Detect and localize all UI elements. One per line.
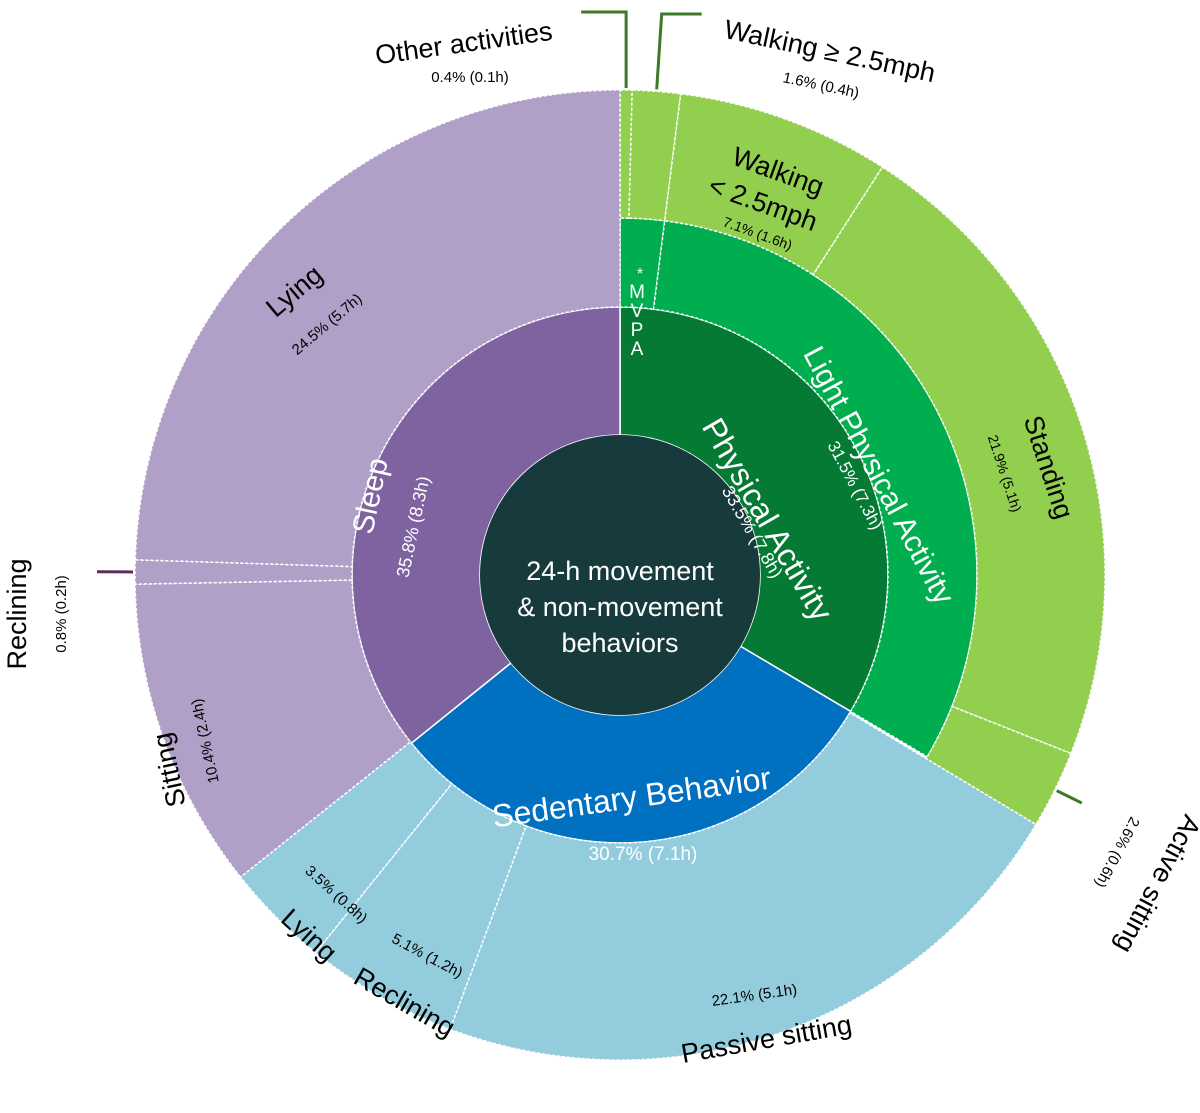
sleep-reclining-label: Reclining	[2, 558, 32, 669]
leader-lines	[97, 10, 1083, 805]
other-activities-leader	[581, 10, 628, 89]
walking-fast-label: Walking ≥ 2.5mph	[722, 14, 938, 88]
center-label-line3: behaviors	[561, 628, 678, 658]
mvpa-marker: *	[637, 266, 643, 283]
active_sitting-segment	[925, 705, 1072, 826]
walking-fast-leader	[655, 12, 702, 90]
sed_reclining-segment	[314, 782, 528, 1031]
sleep_sitting-segment	[134, 579, 412, 879]
sleep-reclining-stat: 0.8% (0.2h)	[53, 575, 70, 653]
sleep_lying-segment	[134, 89, 621, 568]
other-activities-stat: 0.4% (0.1h)	[431, 69, 509, 86]
center-label-line2: & non-movement	[517, 592, 723, 622]
active-sitting-stat: 2.6% (0.6h)	[1091, 814, 1142, 890]
passive_sitting-segment	[449, 711, 1037, 1061]
outer-ring	[134, 89, 1106, 1061]
mvpa-segment	[619, 217, 666, 310]
center-circle	[480, 435, 760, 715]
mvpa-letter: A	[631, 339, 644, 360]
center-label-line1: 24-h movement	[526, 556, 714, 586]
mvpa-letter: V	[631, 301, 644, 322]
other-activities-label: Other activities	[373, 16, 554, 71]
mvpa-letter: M	[629, 282, 645, 303]
active-sitting-leader	[1056, 789, 1083, 805]
mvpa-letter: P	[631, 320, 644, 341]
sedentary-behavior-stat: 30.7% (7.1h)	[589, 844, 698, 865]
walking-fast-stat: 1.6% (0.4h)	[781, 69, 860, 102]
inner-ring	[351, 306, 889, 844]
standing-segment	[812, 166, 1106, 755]
